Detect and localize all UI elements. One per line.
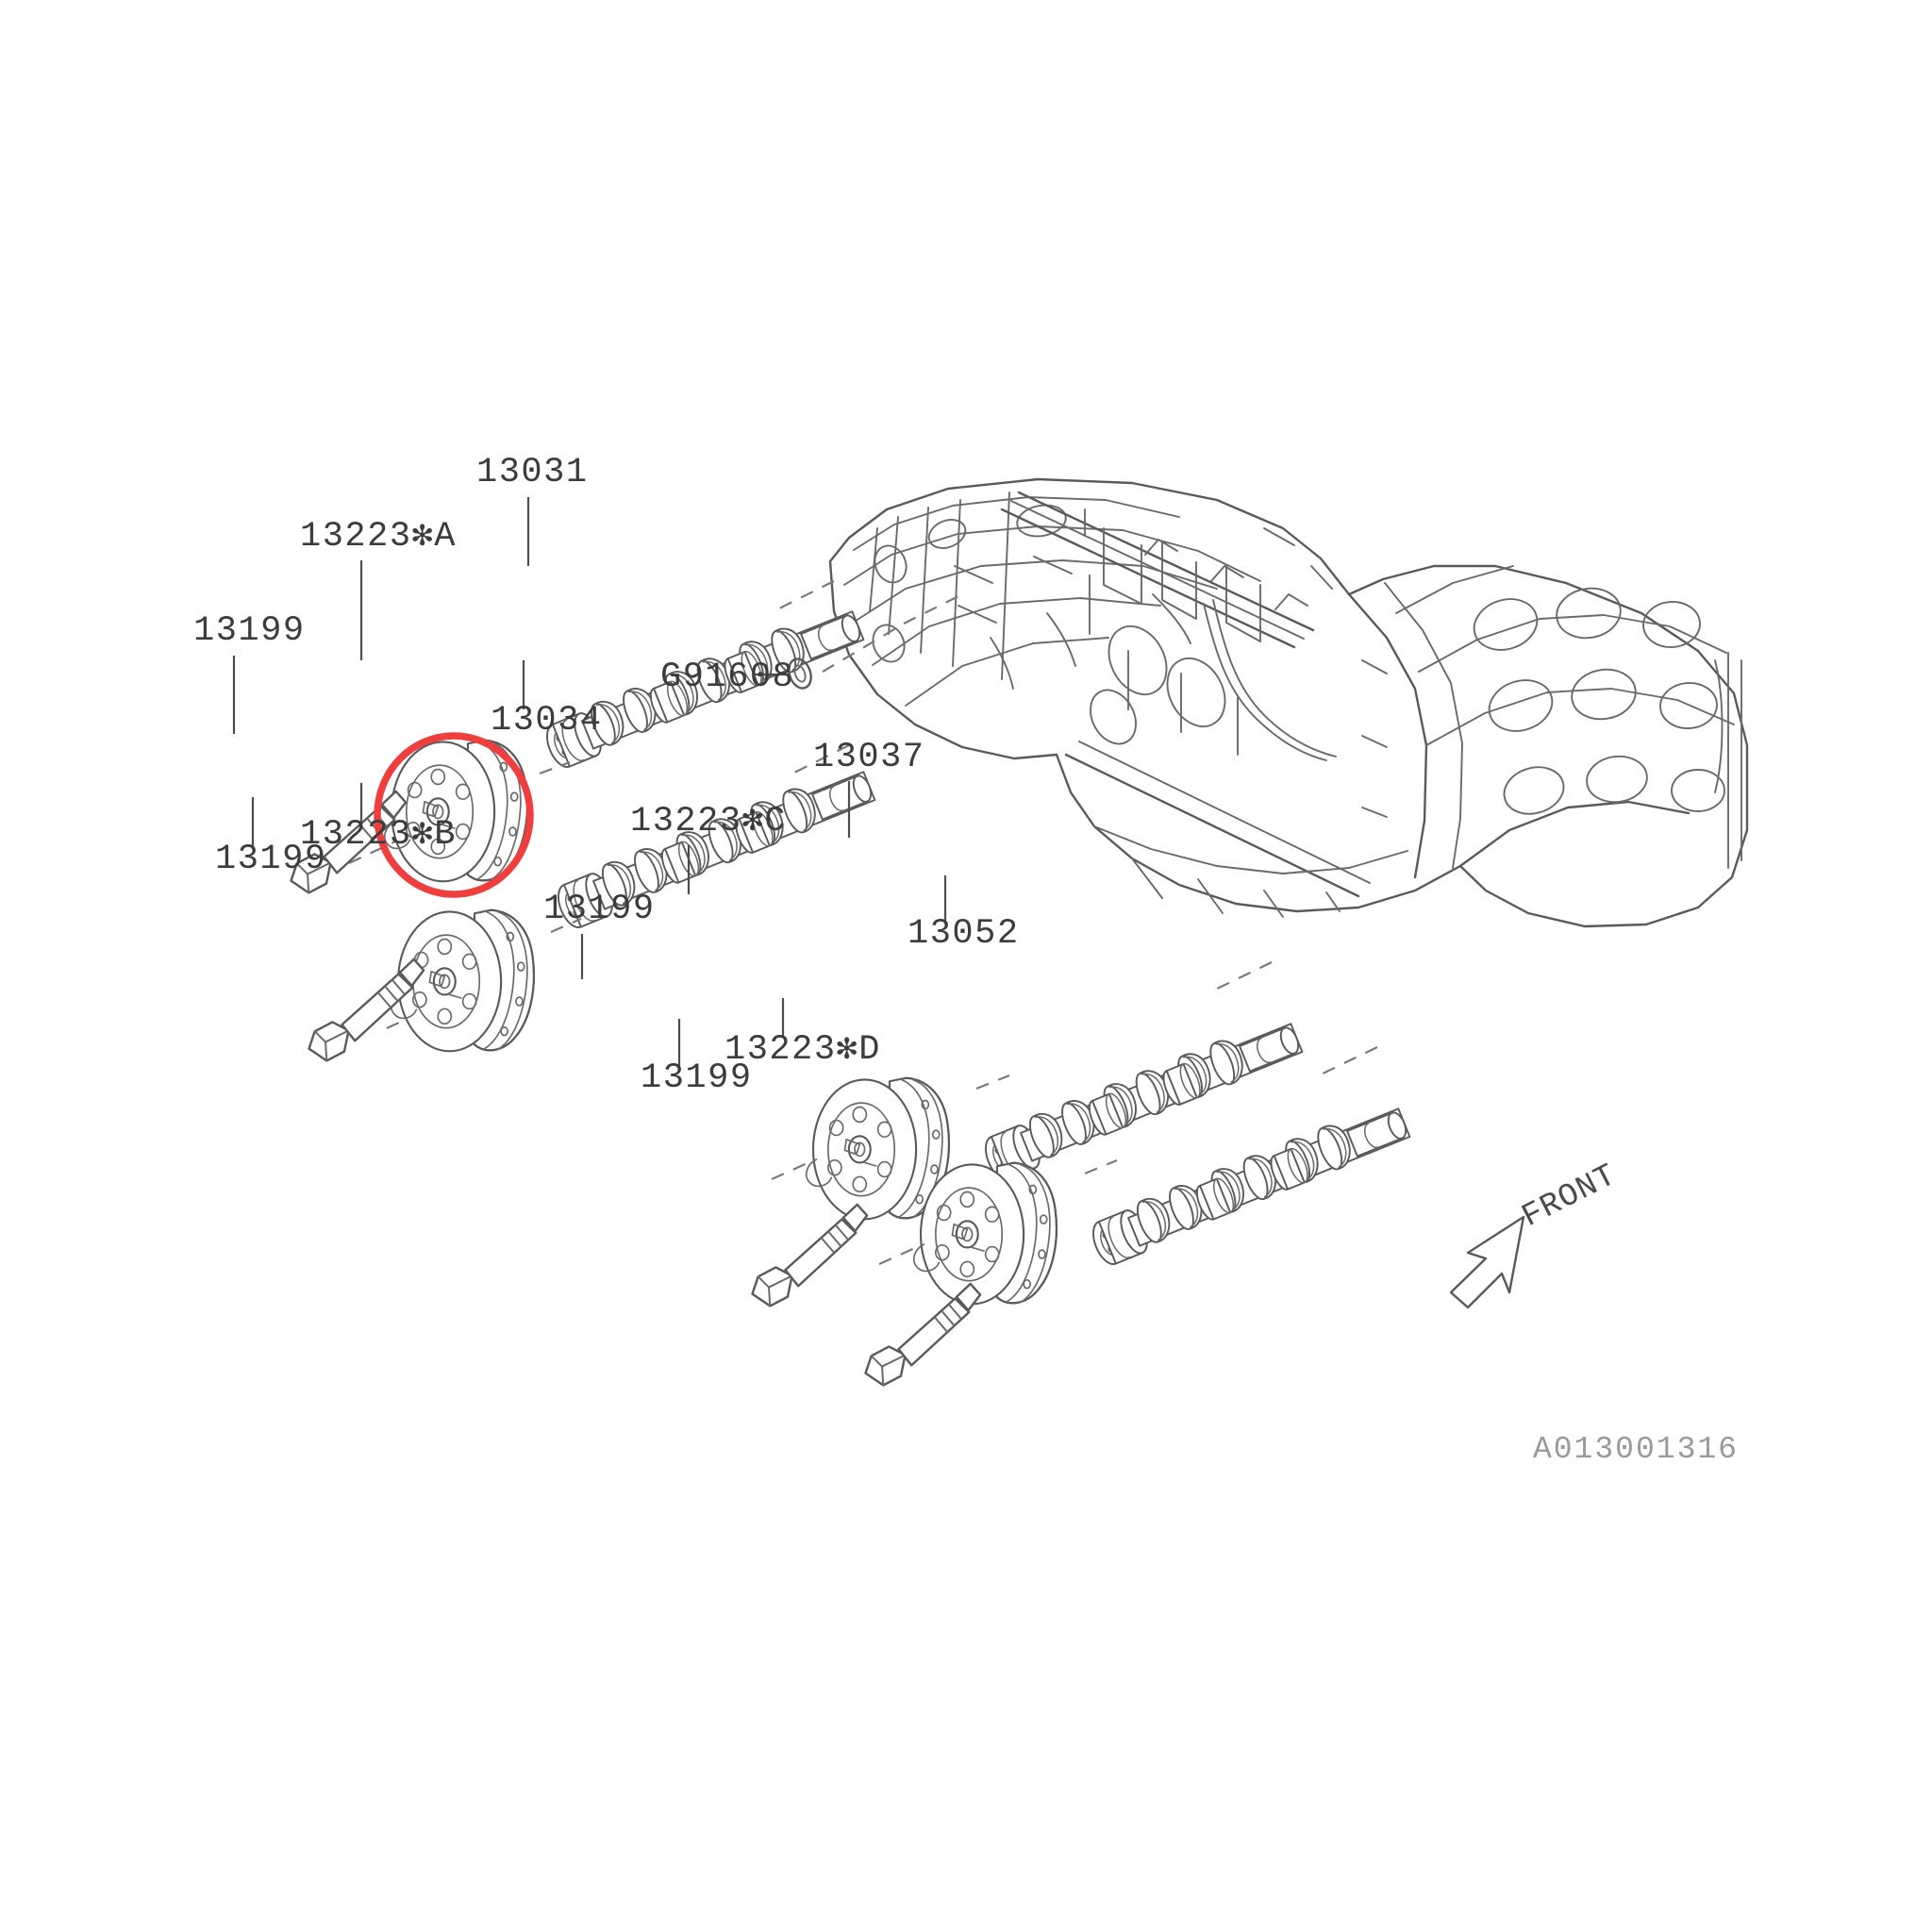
camshaft-13052 — [1085, 1097, 1414, 1270]
leader-lines — [232, 497, 947, 1068]
highlight-circle-13223a — [374, 732, 534, 898]
engine-block-illustration — [828, 477, 1749, 928]
bolt-13199-4 — [847, 1280, 1000, 1391]
part-label-13199: 13199 — [641, 1058, 753, 1098]
front-direction-marker: FRONT — [1449, 1158, 1624, 1309]
part-label-13034: 13034 — [491, 701, 603, 741]
part-label-13223C: 13223✻C — [630, 802, 787, 841]
part-label-13037: 13037 — [813, 738, 925, 777]
part-label-13052: 13052 — [908, 914, 1020, 954]
part-label-G91608: G91608 — [660, 658, 794, 697]
front-arrow-icon — [1449, 1215, 1525, 1309]
sprocket-13223-d — [912, 1161, 1058, 1306]
part-label-13223B: 13223✻B — [300, 815, 457, 855]
drawing-number: A013001316 — [1533, 1432, 1739, 1467]
o-ring-g91608 — [788, 658, 812, 690]
part-label-13223D: 13223✻D — [724, 1030, 881, 1070]
part-label-13223A: 13223✻A — [300, 517, 457, 557]
part-label-13199: 13199 — [543, 890, 656, 929]
bolt-13199-3 — [734, 1201, 887, 1312]
front-arrow-label: FRONT — [1517, 1158, 1624, 1235]
part-label-13031: 13031 — [476, 453, 589, 492]
part-label-13199: 13199 — [215, 840, 327, 879]
part-labels: 1303113223✻A1319913034G916081319913223✻B… — [193, 453, 1020, 1098]
part-label-13199: 13199 — [193, 611, 306, 651]
